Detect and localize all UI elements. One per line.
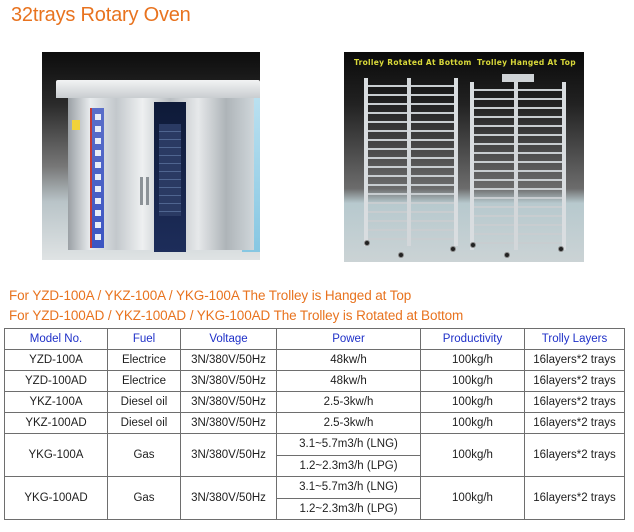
cell-productivity: 100kg/h <box>420 349 525 371</box>
oven-warning-label <box>72 120 80 130</box>
header-fuel: Fuel <box>107 328 181 350</box>
cell-layers: 16layers*2 trays <box>524 433 625 477</box>
header-voltage: Voltage <box>180 328 277 350</box>
header-power: Power <box>276 328 421 350</box>
cell-fuel: Gas <box>107 476 181 520</box>
cell-productivity: 100kg/h <box>420 370 525 392</box>
table-row: YKZ-100AD Diesel oil 3N/380V/50Hz 2.5-3k… <box>4 412 625 434</box>
cell-power: 2.5-3kw/h <box>276 412 421 434</box>
cell-power-lng: 3.1~5.7m3/h (LNG) <box>276 433 421 456</box>
trolley-rack-top <box>470 82 566 250</box>
oven-image <box>42 52 260 260</box>
table-row: YZD-100AD Electrice 3N/380V/50Hz 48kw/h … <box>4 370 625 392</box>
note-hanged-at-top: For YZD-100A / YKZ-100A / YKG-100A The T… <box>9 288 412 303</box>
cell-model: YKZ-100A <box>4 391 108 413</box>
cell-productivity: 100kg/h <box>420 476 525 520</box>
cell-layers: 16layers*2 trays <box>524 391 625 413</box>
trolley-caption-top: Trolley Hanged At Top <box>477 58 576 67</box>
oven-window <box>154 102 186 252</box>
cell-model: YKZ-100AD <box>4 412 108 434</box>
trolley-rack-bottom <box>364 78 458 246</box>
wheel-icon <box>504 252 510 258</box>
wheel-icon <box>558 246 564 252</box>
cell-fuel: Diesel oil <box>107 412 181 434</box>
cell-voltage: 3N/380V/50Hz <box>180 370 277 392</box>
cell-power: 48kw/h <box>276 349 421 371</box>
cell-power: 48kw/h <box>276 370 421 392</box>
table-row-sub: 1.2~2.3m3/h (LPG) <box>5 497 625 520</box>
spec-table: Model No. Fuel Voltage Power Productivit… <box>4 328 625 520</box>
cell-model: YZD-100AD <box>4 370 108 392</box>
cell-fuel: Gas <box>107 433 181 477</box>
wheel-icon <box>364 240 370 246</box>
header-trolly-layers: Trolly Layers <box>524 328 625 350</box>
cell-productivity: 100kg/h <box>420 391 525 413</box>
cell-voltage: 3N/380V/50Hz <box>180 349 277 371</box>
cell-productivity: 100kg/h <box>420 433 525 477</box>
oven-hood <box>56 80 260 98</box>
oven-door-handle <box>146 177 149 205</box>
cell-layers: 16layers*2 trays <box>524 370 625 392</box>
cell-power-lpg: 1.2~2.3m3/h (LPG) <box>276 454 421 477</box>
cell-layers: 16layers*2 trays <box>524 412 625 434</box>
table-header-row: Model No. Fuel Voltage Power Productivit… <box>4 328 625 350</box>
cell-productivity: 100kg/h <box>420 412 525 434</box>
trolley-hanger <box>502 74 534 82</box>
header-productivity: Productivity <box>420 328 525 350</box>
cell-power: 2.5-3kw/h <box>276 391 421 413</box>
cell-voltage: 3N/380V/50Hz <box>180 476 277 520</box>
cell-model: YKG-100A <box>4 433 108 477</box>
note-rotated-at-bottom: For YZD-100AD / YKZ-100AD / YKG-100AD Th… <box>9 308 464 323</box>
trolley-image: Trolley Rotated At Bottom Trolley Hanged… <box>344 52 584 262</box>
trolley-caption-bottom: Trolley Rotated At Bottom <box>354 58 472 67</box>
cell-layers: 16layers*2 trays <box>524 349 625 371</box>
oven-window-glass <box>159 124 181 216</box>
wheel-icon <box>470 242 476 248</box>
cell-model: YKG-100AD <box>4 476 108 520</box>
cell-power-lng: 3.1~5.7m3/h (LNG) <box>276 476 421 499</box>
header-model: Model No. <box>4 328 108 350</box>
cell-fuel: Electrice <box>107 349 181 371</box>
cell-fuel: Diesel oil <box>107 391 181 413</box>
cell-voltage: 3N/380V/50Hz <box>180 412 277 434</box>
wheel-icon <box>450 246 456 252</box>
cell-voltage: 3N/380V/50Hz <box>180 433 277 477</box>
table-row: YKZ-100A Diesel oil 3N/380V/50Hz 2.5-3kw… <box>4 391 625 413</box>
table-row: YKG-100A Gas 3N/380V/50Hz 3.1~5.7m3/h (L… <box>4 433 625 477</box>
wheel-icon <box>398 252 404 258</box>
page-title: 32trays Rotary Oven <box>11 4 191 26</box>
oven-door-handle <box>140 177 143 205</box>
table-row: YZD-100A Electrice 3N/380V/50Hz 48kw/h 1… <box>4 349 625 371</box>
cell-fuel: Electrice <box>107 370 181 392</box>
cell-layers: 16layers*2 trays <box>524 476 625 520</box>
cell-power-lpg: 1.2~2.3m3/h (LPG) <box>276 497 421 520</box>
cell-voltage: 3N/380V/50Hz <box>180 391 277 413</box>
oven-control-panel <box>90 108 104 248</box>
table-row: YKG-100AD Gas 3N/380V/50Hz 3.1~5.7m3/h (… <box>4 476 625 520</box>
cell-model: YZD-100A <box>4 349 108 371</box>
